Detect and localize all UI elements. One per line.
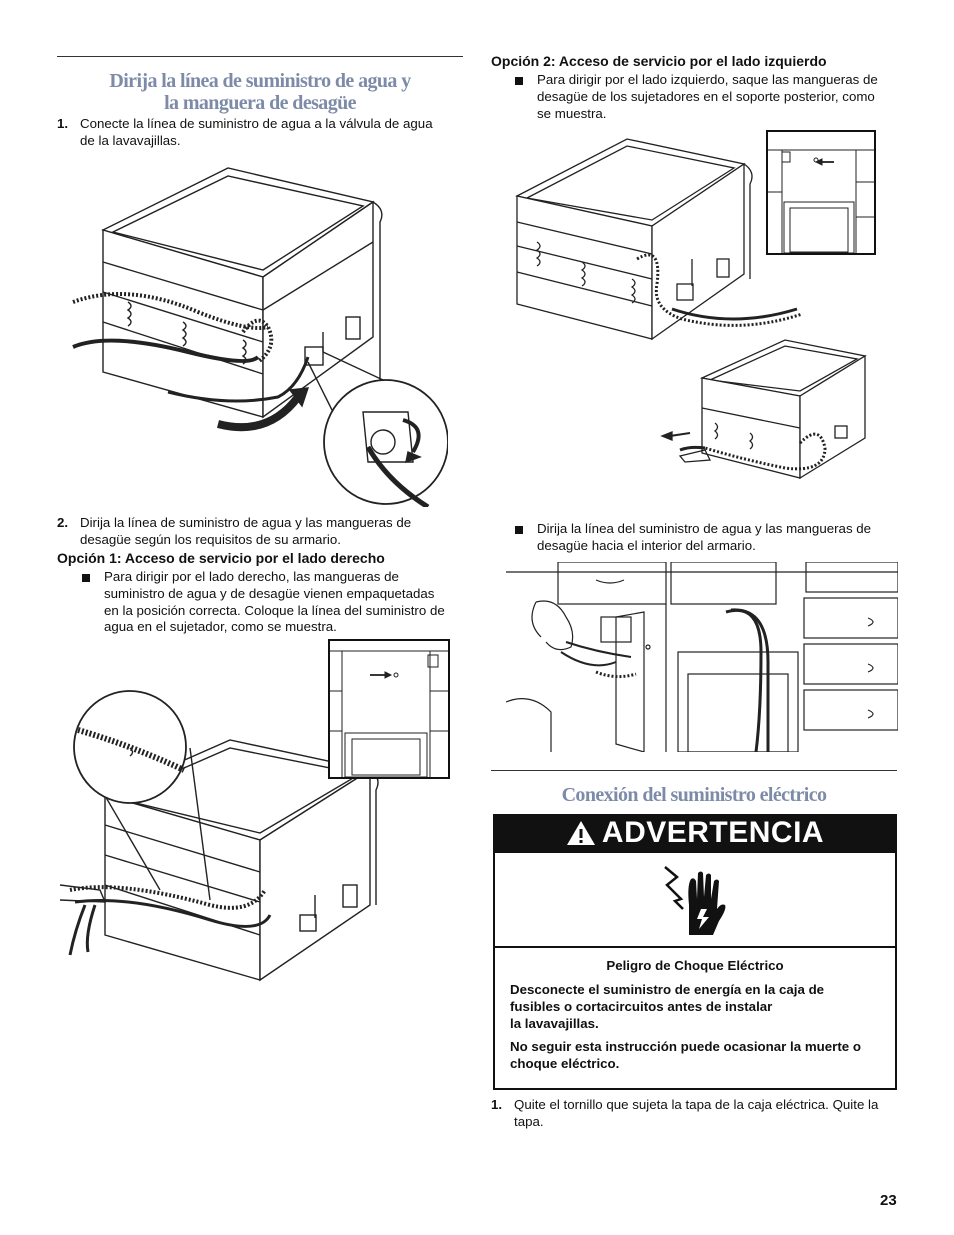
option-1-text: Para dirigir por el lado derecho, las ma… xyxy=(104,569,464,636)
figure-option-1-drawing xyxy=(60,690,379,982)
figure-option-2-dishwasher xyxy=(512,134,812,349)
step-1-line-2: de la lavavajillas. xyxy=(80,132,181,148)
figure-option-2-pull-drawing xyxy=(660,339,867,480)
figure-route-into-cabinet-drawing xyxy=(506,562,898,752)
warning-p2-line-2: choque eléctrico. xyxy=(510,1055,620,1071)
warning-p2-line-1: No seguir esta instrucción puede ocasion… xyxy=(510,1039,861,1054)
warning-p1-line-3: la lavavajillas. xyxy=(510,1015,599,1031)
figure-option-2-drawing xyxy=(515,138,803,341)
option-2-bullet xyxy=(515,77,523,85)
option-1-line-2: suministro de agua y de desagüe vienen e… xyxy=(104,585,435,601)
figure-connect-water-valve xyxy=(68,162,448,507)
page-number: 23 xyxy=(880,1192,897,1209)
warning-banner: ADVERTENCIA xyxy=(493,814,897,852)
heading-line-2: la manguera de desagüe xyxy=(164,92,356,114)
step-2-text: Dirija la línea de suministro de agua y … xyxy=(80,515,465,549)
warning-subtitle: Peligro de Choque Eléctrico xyxy=(606,958,784,973)
electric-step-1-line-1: Quite el tornillo que sujeta la tapa de … xyxy=(514,1097,879,1112)
warning-triangle-icon xyxy=(566,821,595,845)
section-heading-water: Dirija la línea de suministro de agua y … xyxy=(57,70,463,114)
step-2-line-1: Dirija la línea de suministro de agua y … xyxy=(80,515,412,530)
figure-option-1-routing xyxy=(60,690,390,990)
inset-option-2-cabinet xyxy=(766,130,876,255)
option-1-line-3: en la posición correcta. Coloque la líne… xyxy=(104,602,445,618)
warning-message-box: Peligro de Choque Eléctrico Desconecte e… xyxy=(493,946,897,1090)
electric-step-1-text: Quite el tornillo que sujeta la tapa de … xyxy=(514,1097,904,1131)
option-2-line-2: desagüe de los sujetadores en el soporte… xyxy=(537,88,875,104)
route-line-1: Dirija la línea del suministro de agua y… xyxy=(537,521,872,536)
route-text: Dirija la línea del suministro de agua y… xyxy=(537,521,897,555)
step-1-number: 1. xyxy=(57,116,69,131)
heading-line-1: Dirija la línea de suministro de agua y xyxy=(109,70,411,92)
inset-option-1-drawing xyxy=(330,650,448,777)
option-1-line-4: agua en el sujetador, como se muestra. xyxy=(104,619,337,635)
electric-shock-hand-icon xyxy=(664,866,726,935)
option-2-text: Para dirigir por el lado izquierdo, saqu… xyxy=(537,72,902,122)
electric-step-1-line-2: tapa. xyxy=(514,1113,544,1129)
inset-option-2-drawing xyxy=(768,149,874,253)
option-2-line-1: Para dirigir por el lado izquierdo, saqu… xyxy=(537,72,878,87)
warning-icon-box xyxy=(493,851,897,948)
option-1-title: Opción 1: Acceso de servicio por el lado… xyxy=(57,550,385,566)
figure-connect-water-valve-drawing xyxy=(72,167,448,507)
electric-step-1-number: 1. xyxy=(491,1097,503,1112)
option-2-line-3: se muestra. xyxy=(537,105,607,121)
figure-route-into-cabinet xyxy=(506,562,898,752)
warning-paragraph-2: No seguir esta instrucción puede ocasion… xyxy=(510,1039,890,1073)
rule-electric xyxy=(491,770,897,771)
step-2-line-2: desagüe según los requisitos de su armar… xyxy=(80,531,341,547)
option-1-bullet xyxy=(82,574,90,582)
top-rule-left xyxy=(57,56,463,57)
route-line-2: desagüe hacia el interior del armario. xyxy=(537,537,756,553)
option-2-title: Opción 2: Acceso de servicio por el lado… xyxy=(491,53,827,69)
route-bullet xyxy=(515,526,523,534)
warning-p1-line-2: fusibles o cortacircuitos antes de insta… xyxy=(510,998,773,1014)
step-1-line-1: Conecte la línea de suministro de agua a… xyxy=(80,116,433,131)
warning-title: ADVERTENCIA xyxy=(601,816,825,850)
figure-option-2-pull-hoses xyxy=(660,338,870,480)
warning-paragraph-1: Desconecte el suministro de energía en l… xyxy=(510,982,890,1032)
warning-p1-line-1: Desconecte el suministro de energía en l… xyxy=(510,982,825,997)
inset-option-1-cabinet xyxy=(328,639,450,779)
step-1-text: Conecte la línea de suministro de agua a… xyxy=(80,116,465,150)
option-1-line-1: Para dirigir por el lado derecho, las ma… xyxy=(104,569,399,584)
section-heading-electric: Conexión del suministro eléctrico xyxy=(561,784,827,806)
step-2-number: 2. xyxy=(57,515,69,530)
